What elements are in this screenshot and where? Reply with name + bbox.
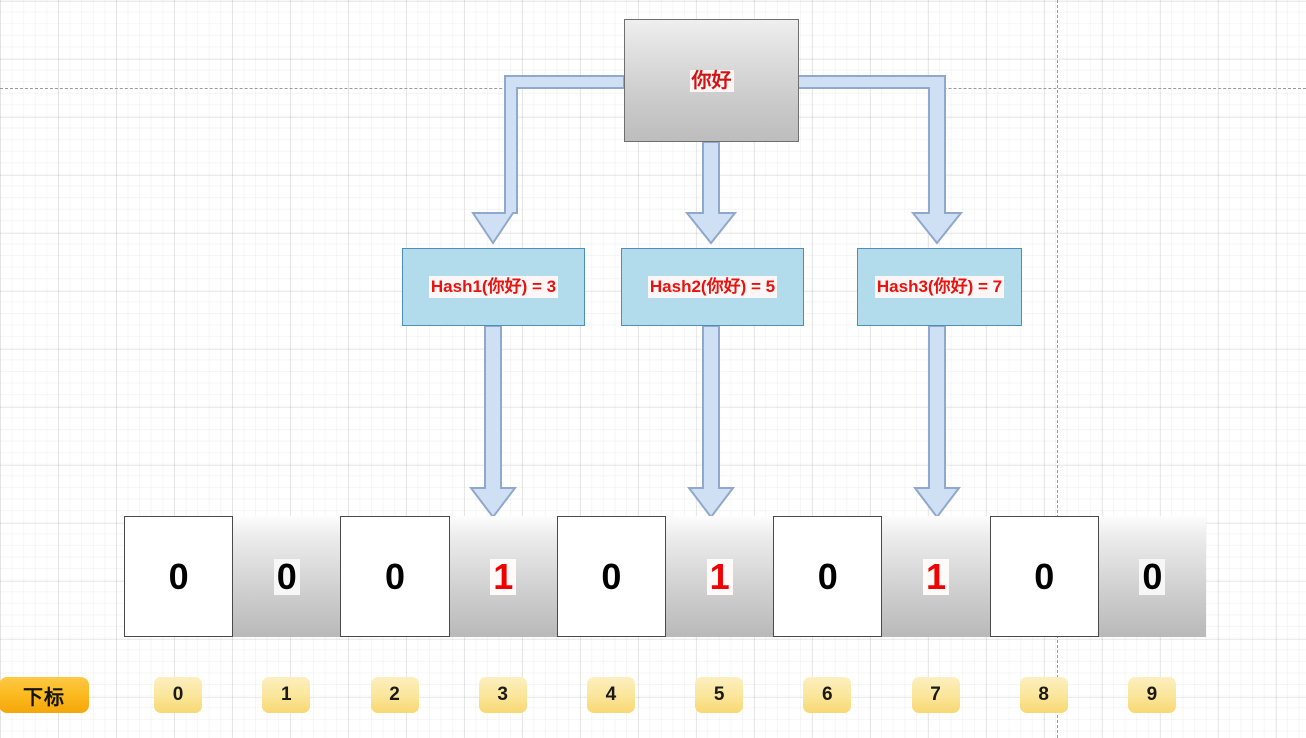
bit-value-9: 0 bbox=[1139, 558, 1166, 595]
bit-value-1: 0 bbox=[273, 558, 300, 595]
bit-value-2: 0 bbox=[384, 555, 406, 597]
bit-value-0: 0 bbox=[168, 555, 189, 597]
arrow-word-to-hash2 bbox=[684, 141, 738, 245]
arrow-word-to-hash1 bbox=[471, 75, 625, 245]
hash-box-1-label: Hash1(你好) = 3 bbox=[428, 276, 559, 298]
bit-array: 0 0 0 1 0 1 0 1 0 0 bbox=[124, 516, 1207, 637]
index-chip-2[interactable]: 2 bbox=[370, 677, 419, 713]
index-slot-6: 6 bbox=[773, 677, 881, 713]
bit-value-4: 0 bbox=[601, 555, 622, 597]
bit-cell-0[interactable]: 0 bbox=[124, 516, 234, 637]
bit-cell-1[interactable]: 0 bbox=[233, 516, 341, 637]
hash-box-2-label: Hash2(你好) = 5 bbox=[647, 276, 778, 298]
index-chip-3[interactable]: 3 bbox=[478, 677, 527, 713]
index-chip-0[interactable]: 0 bbox=[154, 677, 203, 713]
index-slot-4: 4 bbox=[557, 677, 665, 713]
index-chip-1[interactable]: 1 bbox=[262, 677, 311, 713]
hash-box-1[interactable]: Hash1(你好) = 3 bbox=[402, 248, 585, 326]
bit-cell-4[interactable]: 0 bbox=[556, 516, 667, 637]
index-slot-8: 8 bbox=[990, 677, 1098, 713]
index-chip-6[interactable]: 6 bbox=[803, 677, 852, 713]
hash-box-2[interactable]: Hash2(你好) = 5 bbox=[621, 248, 804, 326]
bit-value-5: 1 bbox=[706, 558, 733, 595]
index-chip-7[interactable]: 7 bbox=[911, 677, 960, 713]
bit-cell-3[interactable]: 1 bbox=[449, 516, 557, 637]
bit-value-3: 1 bbox=[490, 558, 517, 595]
bit-cell-7[interactable]: 1 bbox=[882, 516, 990, 637]
arrow-word-to-hash3 bbox=[797, 75, 964, 245]
guide-line-vertical bbox=[1057, 0, 1058, 738]
arrow-hash2-to-bit5 bbox=[686, 325, 736, 519]
index-chip-9[interactable]: 9 bbox=[1127, 677, 1176, 713]
hash-box-3[interactable]: Hash3(你好) = 7 bbox=[857, 248, 1022, 326]
arrow-hash3-to-bit7 bbox=[912, 325, 962, 519]
index-chip-4[interactable]: 4 bbox=[586, 677, 635, 713]
index-chip-8[interactable]: 8 bbox=[1019, 677, 1068, 713]
hash-box-3-label: Hash3(你好) = 7 bbox=[874, 276, 1005, 298]
index-legend-label: 下标 bbox=[23, 686, 65, 709]
index-slot-7: 7 bbox=[881, 677, 989, 713]
index-slot-0: 0 bbox=[124, 677, 232, 713]
index-slot-5: 5 bbox=[665, 677, 773, 713]
bit-cell-5[interactable]: 1 bbox=[666, 516, 774, 637]
source-word-label: 你好 bbox=[689, 69, 734, 92]
source-word-box[interactable]: 你好 bbox=[624, 19, 799, 142]
bit-cell-2[interactable]: 0 bbox=[340, 516, 450, 637]
bit-value-6: 0 bbox=[817, 555, 838, 597]
arrow-hash1-to-bit3 bbox=[468, 325, 518, 519]
index-row: 0 1 2 3 4 5 6 7 8 9 bbox=[124, 677, 1206, 713]
bit-cell-8[interactable]: 0 bbox=[989, 516, 1099, 637]
bit-value-7: 1 bbox=[923, 558, 950, 595]
index-slot-2: 2 bbox=[340, 677, 448, 713]
index-legend-badge: 下标 bbox=[0, 677, 89, 713]
index-slot-1: 1 bbox=[232, 677, 340, 713]
bit-value-8: 0 bbox=[1034, 555, 1055, 597]
bit-cell-6[interactable]: 0 bbox=[773, 516, 883, 637]
index-slot-9: 9 bbox=[1098, 677, 1206, 713]
bit-cell-9[interactable]: 0 bbox=[1098, 516, 1207, 637]
index-slot-3: 3 bbox=[449, 677, 557, 713]
index-chip-5[interactable]: 5 bbox=[695, 677, 744, 713]
